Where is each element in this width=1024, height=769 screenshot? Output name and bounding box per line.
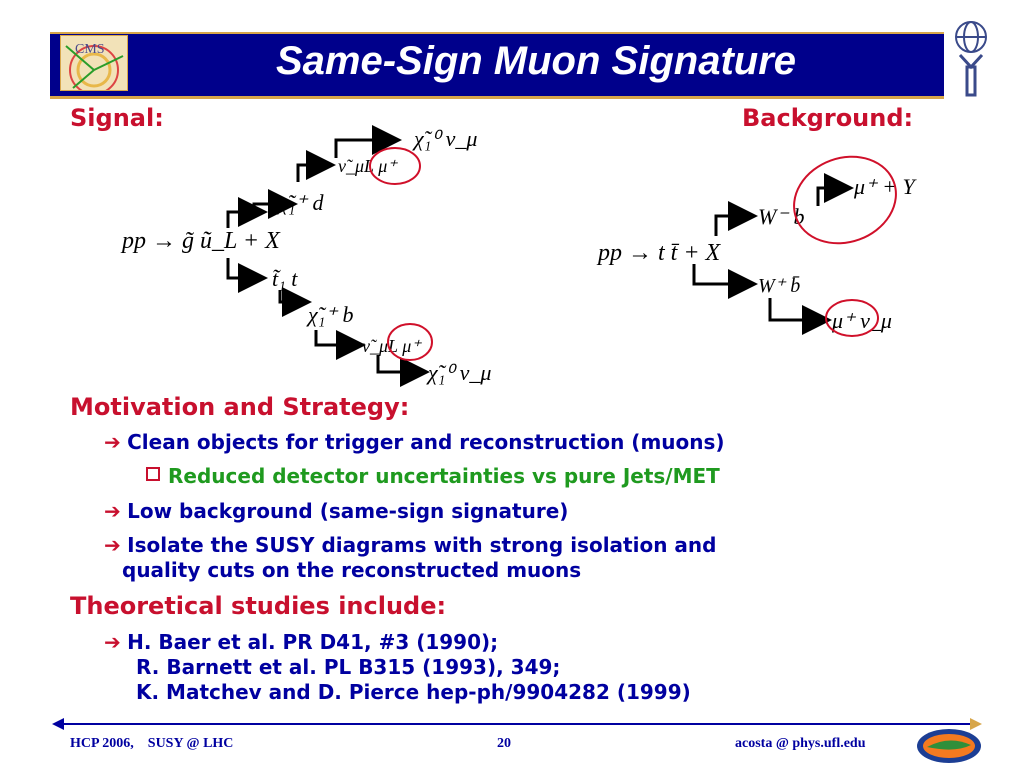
footer-page-number: 20 <box>497 736 511 751</box>
signal-step-5: χ̃₁⁺ b <box>306 302 353 327</box>
signal-step-7: χ̃₁⁰ ν_μ <box>426 360 491 385</box>
cms-detector-logo: CMS <box>60 35 128 91</box>
footer-divider <box>52 718 982 730</box>
decay-chain-diagrams: pp → g̃ ũ_L + X χ̃₁⁰ ν_μ ν̃_μL μ⁺ χ̃₁⁺ d… <box>120 125 918 387</box>
arrow-bullet-icon: ➔ <box>104 533 121 557</box>
signal-step-2: ν̃_μL μ⁺ <box>338 156 398 176</box>
motivation-item-1: ➔ Clean objects for trigger and reconstr… <box>104 430 725 454</box>
motivation-item-3-cont: quality cuts on the reconstructed muons <box>122 558 582 582</box>
square-bullet-icon <box>146 467 160 481</box>
background-heading: Background: <box>742 104 914 132</box>
signal-muon-circle-top <box>369 147 421 185</box>
cms-logo-text: CMS <box>75 42 105 57</box>
footer-conference: HCP 2006, SUSY @ LHC <box>70 736 234 751</box>
background-step-4: μ⁺ ν_μ <box>831 308 892 333</box>
background-production: pp → t t̄ + X <box>596 240 722 266</box>
signal-step-6: ν̃_μL μ⁺ <box>362 336 422 356</box>
atlas-figure-logo <box>950 15 992 100</box>
background-muon-circle-top <box>793 155 897 245</box>
motivation-subitem-1: Reduced detector uncertainties vs pure J… <box>146 464 720 488</box>
title-bar <box>50 32 944 99</box>
signal-step-1: χ̃₁⁰ ν_μ <box>412 126 477 151</box>
theory-heading: Theoretical studies include: <box>70 592 447 620</box>
signal-chain-arrows <box>226 125 430 387</box>
page-title: Same-Sign Muon Signature <box>275 39 797 83</box>
theory-ref-3: K. Matchev and D. Pierce hep-ph/9904282 … <box>136 680 691 704</box>
arrow-bullet-icon: ➔ <box>104 630 121 654</box>
motivation-heading: Motivation and Strategy: <box>70 393 410 421</box>
theory-ref-2: R. Barnett et al. PL B315 (1993), 349; <box>136 655 561 679</box>
signal-step-3: χ̃₁⁺ d <box>276 190 324 215</box>
florida-gator-logo <box>915 727 983 765</box>
background-step-2: W⁻ b <box>758 204 804 229</box>
footer-email: acosta @ phys.ufl.edu <box>735 736 866 751</box>
background-muon-circle-bottom <box>825 299 879 337</box>
motivation-item-2: ➔ Low background (same-sign signature) <box>104 499 569 523</box>
signal-muon-circle-bottom <box>387 323 433 361</box>
motivation-item-3: ➔ Isolate the SUSY diagrams with strong … <box>104 533 717 557</box>
background-chain-arrows <box>692 173 854 335</box>
theory-ref-1: ➔ H. Baer et al. PR D41, #3 (1990); <box>104 630 499 654</box>
background-step-3: W⁺ b̄ <box>758 275 800 297</box>
arrow-bullet-icon: ➔ <box>104 499 121 523</box>
background-step-1: μ⁺ + Y <box>853 174 918 199</box>
signal-production: pp → g̃ ũ_L + X <box>120 228 281 254</box>
signal-step-4: t̃₁ t <box>272 266 298 291</box>
signal-heading: Signal: <box>70 104 164 132</box>
arrow-bullet-icon: ➔ <box>104 430 121 454</box>
